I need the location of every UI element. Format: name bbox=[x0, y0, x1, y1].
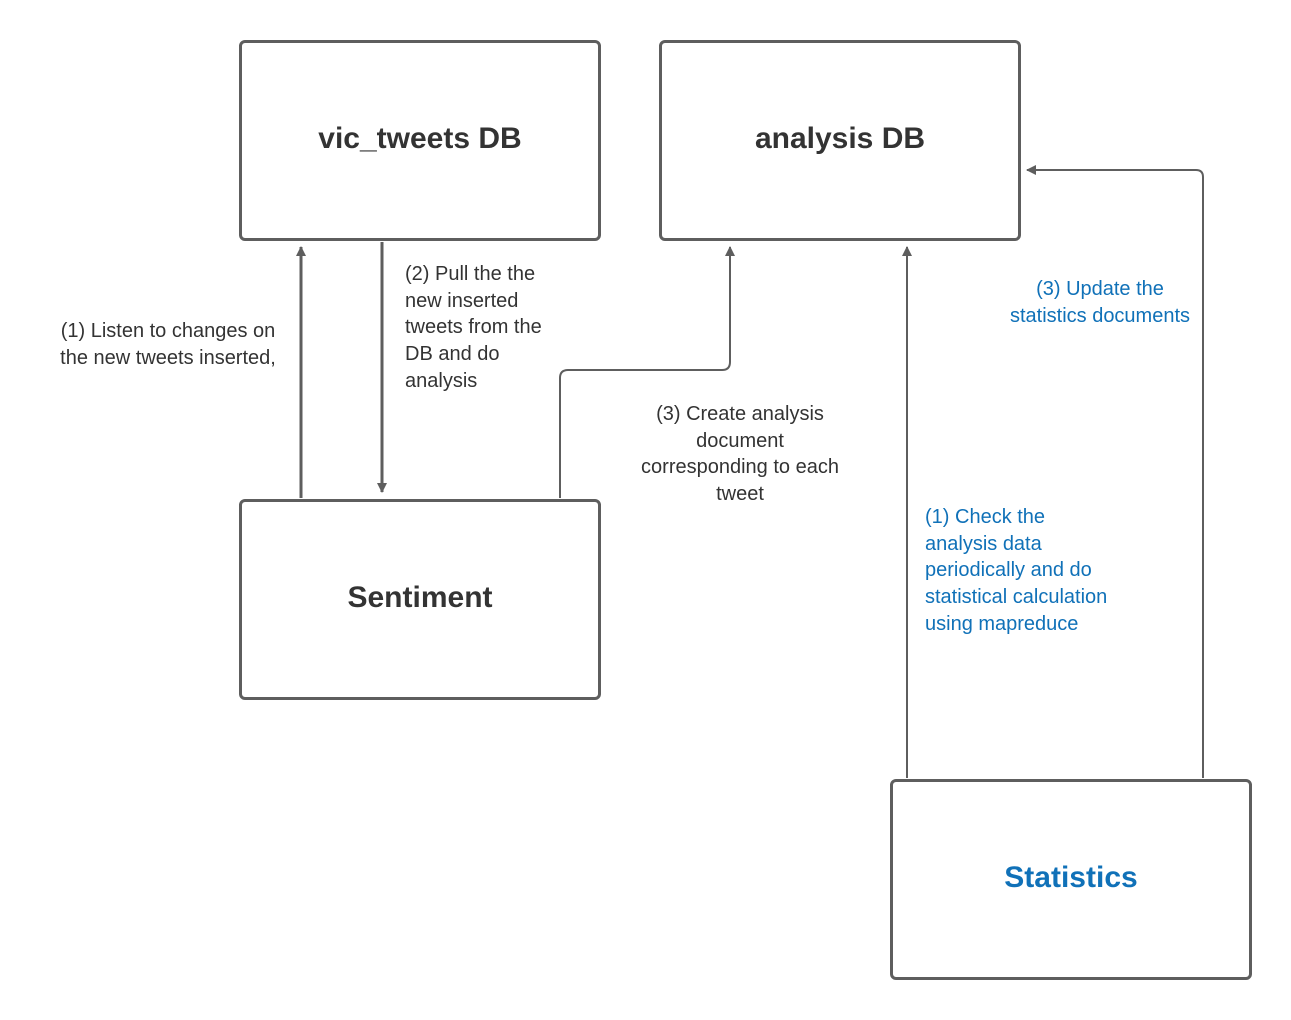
analysis-db-node: analysis DB bbox=[659, 40, 1021, 241]
update-arrow bbox=[1026, 165, 1204, 778]
pull-label: (2) Pull the the new inserted tweets fro… bbox=[405, 263, 542, 392]
statistics-node: Statistics bbox=[890, 779, 1252, 980]
sentiment-node: Sentiment bbox=[239, 499, 601, 700]
analysis-db-title: analysis DB bbox=[754, 121, 926, 155]
statistics-title: Statistics bbox=[1004, 860, 1138, 894]
create-label: (3) Create analysis document correspondi… bbox=[641, 403, 839, 506]
create-arrow bbox=[559, 246, 735, 498]
sentiment-title: Sentiment bbox=[347, 580, 493, 614]
vic-tweets-db-node: vic_tweets DB bbox=[239, 40, 601, 241]
listen-label: (1) Listen to changes on the new tweets … bbox=[60, 320, 276, 369]
vic-tweets-db-title: vic_tweets DB bbox=[318, 121, 522, 155]
update-label: (3) Update the statistics documents bbox=[1009, 278, 1191, 327]
check-label: (1) Check the analysis data periodically… bbox=[925, 506, 1108, 635]
